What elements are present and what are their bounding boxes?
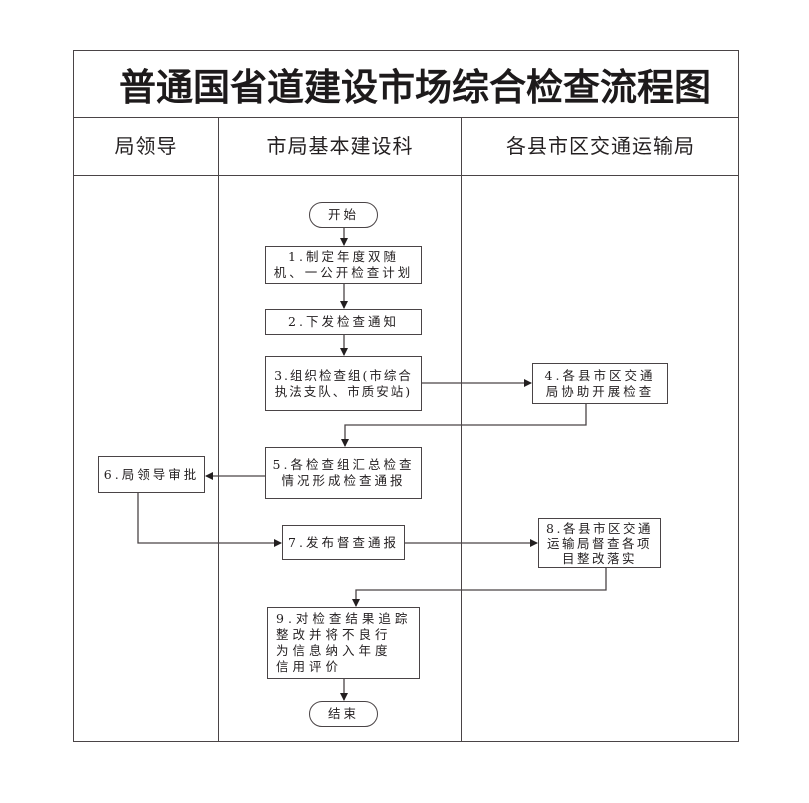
header-divider: [73, 175, 739, 176]
step-2-label: 2.下发检查通知: [288, 314, 399, 329]
step-2-box: 2.下发检查通知: [265, 309, 422, 335]
lane-divider-2: [461, 117, 462, 742]
step-9-line-4: 信用评价: [276, 659, 343, 674]
step-7-box: 7.发布督查通报: [282, 525, 405, 560]
step-8-line-1: 8.各县市区交通: [546, 520, 653, 536]
outer-frame: [73, 50, 739, 742]
step-5-line-1: 5.各检查组汇总检查: [272, 457, 415, 472]
edge-step8-step9: [352, 568, 607, 607]
step-8-box: 8.各县市区交通运输局督查各项目整改落实: [538, 518, 661, 568]
title-divider: [73, 117, 739, 118]
end-node: 结束: [309, 701, 378, 727]
page-title: 普通国省道建设市场综合检查流程图: [119, 65, 711, 109]
step-5-line-2: 情况形成检查通报: [281, 473, 406, 488]
step-9-box: 9.对检查结果追踪整改并将不良行为信息纳入年度信用评价: [267, 607, 420, 679]
step-8-line-3: 目整改落实: [561, 550, 637, 566]
step-4-line-2: 局协助开展检查: [545, 383, 655, 399]
step-4-box: 4.各县市区交通局协助开展检查: [532, 363, 668, 404]
edge-step4-step5: [341, 404, 587, 447]
step-1-line-1: 1.制定年度双随: [288, 249, 399, 264]
step-1-box: 1.制定年度双随机、一公开检查计划: [265, 246, 422, 284]
lane-header-leadership: 局领导: [114, 134, 178, 158]
start-label: 开始: [327, 207, 359, 222]
end-label: 结束: [327, 706, 359, 721]
step-6-box: 6.局领导审批: [98, 456, 205, 493]
step-9-line-1: 9.对检查结果追踪: [276, 611, 412, 626]
step-3-box: 3.组织检查组(市综合执法支队、市质安站): [265, 356, 422, 411]
step-4-line-1: 4.各县市区交通: [544, 367, 656, 383]
step-9-line-2: 整改并将不良行: [276, 627, 392, 642]
step-6-label: 6.局领导审批: [103, 466, 200, 482]
step-1-line-2: 机、一公开检查计划: [273, 265, 414, 280]
step-3-line-2: 执法支队、市质安站): [274, 383, 413, 399]
lane-header-construction-dept: 市局基本建设科: [266, 134, 414, 158]
step-5-box: 5.各检查组汇总检查情况形成检查通报: [265, 447, 422, 499]
lane-divider-1: [218, 117, 219, 742]
step-7-label: 7.发布督查通报: [288, 534, 399, 550]
edge-step6-step7: [137, 493, 282, 547]
lane-header-county-bureaus: 各县市区交通运输局: [506, 134, 695, 158]
step-3-line-1: 3.组织检查组(市综合: [274, 367, 413, 383]
start-node: 开始: [309, 202, 378, 228]
step-9-line-3: 为信息纳入年度: [276, 643, 392, 658]
step-8-line-2: 运输局督查各项: [546, 535, 652, 551]
